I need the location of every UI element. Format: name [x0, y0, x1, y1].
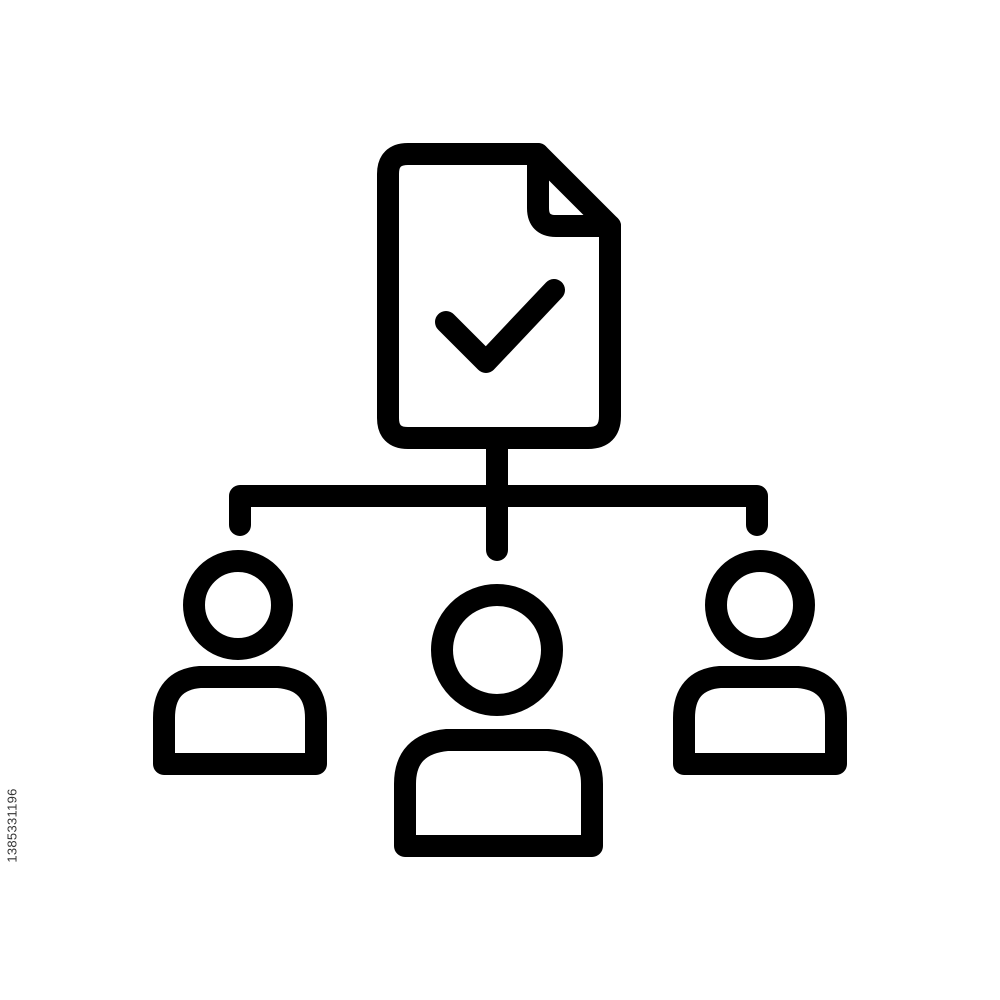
person-right-head-icon: [705, 550, 815, 660]
person-center-head-icon: [431, 584, 563, 716]
checkmark-icon: [435, 279, 565, 373]
person-left-head-icon: [183, 550, 293, 660]
document-icon: [377, 143, 621, 449]
person-left-body-icon: [153, 666, 327, 775]
person-right-body-icon: [673, 666, 847, 775]
stock-id-text: 1385331196: [4, 787, 20, 863]
connector-branch: [229, 485, 768, 536]
stock-id-label: 1385331196: [2, 760, 22, 890]
document-fold-icon: [527, 143, 621, 237]
person-center-body-icon: [394, 729, 603, 857]
